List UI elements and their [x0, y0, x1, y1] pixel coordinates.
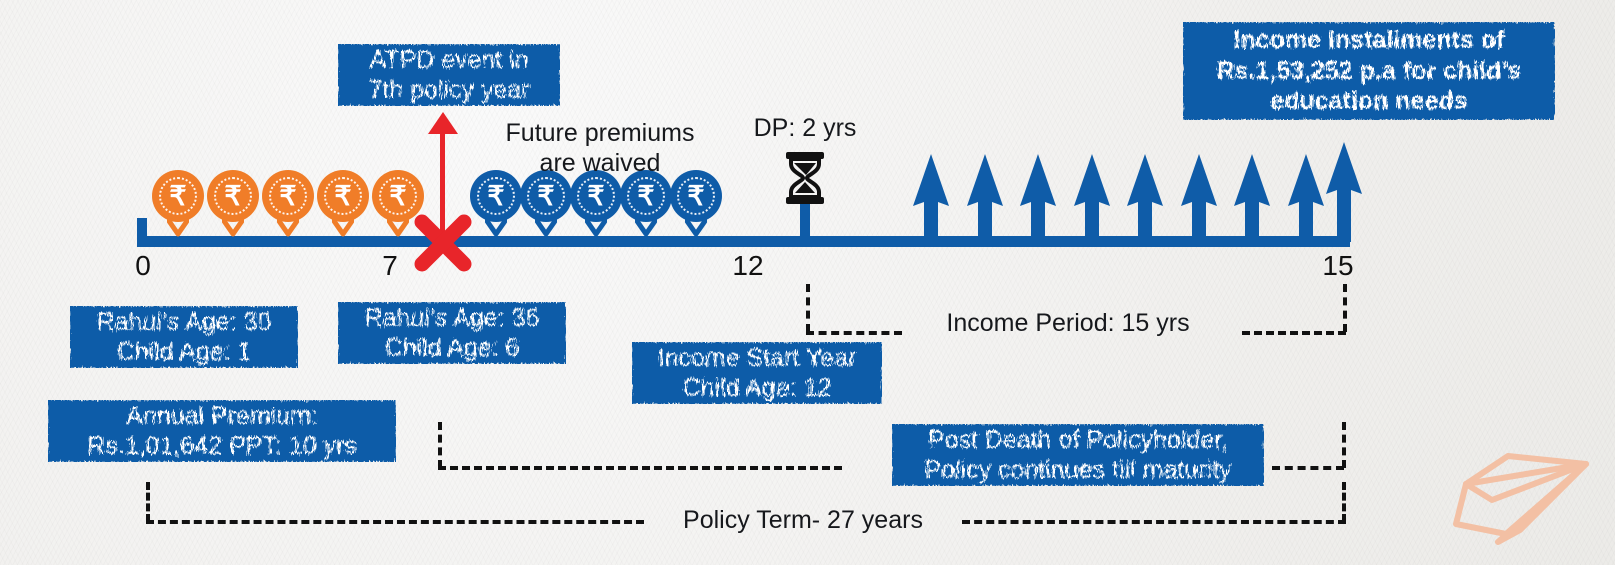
chevron-down-icon — [277, 218, 299, 237]
timeline-axis — [137, 236, 1350, 247]
income-arrow-7 — [1234, 154, 1270, 242]
chevron-down-icon — [332, 218, 354, 237]
hourglass-icon — [786, 152, 824, 204]
rupee-icon: ₹ — [334, 180, 352, 211]
label-annual-premium: Annual Premium: Rs.1,01,642 PPT: 10 yrs — [48, 400, 396, 462]
rupee-icon: ₹ — [389, 180, 407, 211]
atpd-arrow-head-icon — [428, 112, 458, 134]
label-post-death: Post Death of Policyholder, Policy conti… — [892, 424, 1264, 486]
income-arrow-8 — [1287, 154, 1324, 242]
premium-coin-3-pointer — [265, 173, 311, 243]
income-arrow-4 — [1073, 154, 1110, 242]
coin-ring — [477, 177, 515, 215]
premium-coin-3: ₹ — [265, 173, 311, 219]
rupee-icon: ₹ — [169, 180, 187, 211]
post-death-bracket-line-left — [438, 466, 842, 470]
premium-coin-4: ₹ — [320, 173, 366, 219]
income-arrow-3 — [1020, 154, 1056, 242]
chevron-down-icon — [585, 218, 607, 237]
rupee-icon: ₹ — [224, 180, 242, 211]
rupee-icon: ₹ — [587, 180, 605, 211]
coin-ring — [269, 177, 307, 215]
waived-coin-3: ₹ — [573, 173, 619, 219]
label-income-start-year: Income Start Year Child Age: 12 — [632, 342, 882, 404]
coin-ring — [159, 177, 197, 215]
rupee-icon: ₹ — [637, 180, 655, 211]
policy-term-bracket-left — [146, 482, 150, 522]
coin-ring — [627, 177, 665, 215]
axis-tick-0: 0 — [135, 250, 151, 281]
coin-ring — [324, 177, 362, 215]
label-rahul-age-atpd: Rahul’s Age: 36 Child Age: 6 — [338, 302, 566, 364]
label-policy-term: Policy Term- 27 years — [683, 506, 923, 534]
atpd-cross-icon — [414, 214, 472, 272]
coin-ring — [577, 177, 615, 215]
chevron-down-icon — [635, 218, 657, 237]
income-arrow-6 — [1180, 154, 1217, 242]
post-death-bracket-left — [438, 422, 442, 468]
premium-coin-5-pointer — [375, 173, 421, 243]
waived-coin-1-pointer — [473, 173, 519, 243]
axis-tick-12: 12 — [732, 250, 764, 281]
coin-ring — [527, 177, 565, 215]
label-income-installments: Income Installments of Rs.1,53,252 p.a f… — [1183, 22, 1555, 120]
waived-coin-5-pointer — [673, 173, 719, 243]
premium-coin-2: ₹ — [210, 173, 256, 219]
premium-coin-4-pointer — [320, 173, 366, 243]
waived-coin-4: ₹ — [623, 173, 669, 219]
chevron-down-icon — [167, 218, 189, 237]
coin-ring — [677, 177, 715, 215]
rupee-icon: ₹ — [687, 180, 705, 211]
policy-term-bracket-right — [1342, 482, 1346, 522]
rupee-icon: ₹ — [279, 180, 297, 211]
income-period-bracket-line-right — [1242, 331, 1346, 335]
future-premiums-waived-note: Future premiums are waived — [505, 119, 695, 177]
paper-plane-icon — [1453, 453, 1589, 545]
income-arrow-5 — [1127, 154, 1163, 242]
income-arrow-1 — [913, 154, 949, 242]
coin-ring — [214, 177, 252, 215]
waived-coin-5: ₹ — [673, 173, 719, 219]
label-atpd-event: ATPD event in 7th policy year — [338, 44, 560, 106]
premium-coin-5: ₹ — [375, 173, 421, 219]
chevron-down-icon — [685, 218, 707, 237]
waived-coin-1: ₹ — [473, 173, 519, 219]
chevron-down-icon — [535, 218, 557, 237]
label-rahul-age-start: Rahul’s Age: 30 Child Age: 1 — [70, 306, 298, 368]
axis-start-cap — [137, 218, 147, 240]
premium-coin-2-pointer — [210, 173, 256, 243]
chevron-down-icon — [485, 218, 507, 237]
policy-term-bracket-line-left — [146, 520, 644, 524]
income-period-bracket-left — [806, 284, 810, 332]
coin-ring — [379, 177, 417, 215]
waived-coin-4-pointer — [623, 173, 669, 243]
post-death-bracket-right — [1342, 422, 1346, 468]
income-arrow-9 — [1326, 142, 1362, 242]
waived-coin-2: ₹ — [523, 173, 569, 219]
chevron-down-icon — [387, 218, 409, 237]
policy-term-bracket-line-right — [962, 520, 1346, 524]
premium-coin-1: ₹ — [155, 173, 201, 219]
income-period-bracket-line-left — [806, 331, 902, 335]
label-income-period: Income Period: 15 yrs — [946, 309, 1190, 337]
axis-tick-12-stem — [800, 196, 810, 240]
rupee-icon: ₹ — [487, 180, 505, 211]
income-period-bracket-right — [1343, 284, 1347, 332]
waived-coin-2-pointer — [523, 173, 569, 243]
chevron-down-icon — [222, 218, 244, 237]
axis-tick-7: 7 — [382, 250, 398, 281]
axis-tick-15: 15 — [1322, 250, 1354, 281]
waived-coin-3-pointer — [573, 173, 619, 243]
rupee-icon: ₹ — [537, 180, 555, 211]
post-death-bracket-line-right — [1272, 466, 1344, 470]
deferment-period-label: DP: 2 yrs — [753, 114, 857, 142]
premium-coin-1-pointer — [155, 173, 201, 243]
atpd-marker-line — [440, 120, 445, 240]
income-arrow-2 — [966, 154, 1003, 242]
